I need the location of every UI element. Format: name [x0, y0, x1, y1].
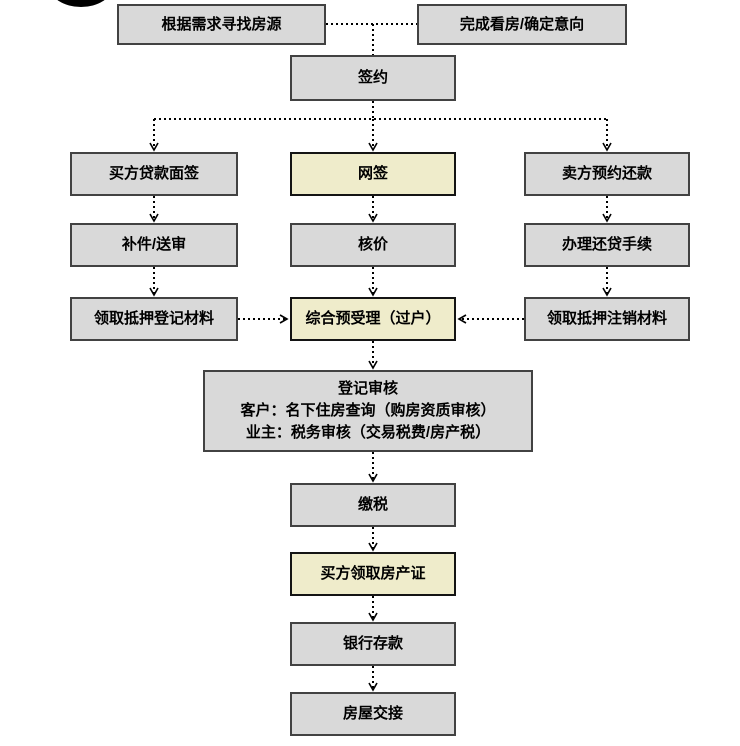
flow-node-buyer-loan-interview: 买方贷款面签 [70, 152, 238, 196]
flow-node-supplement-submit-review: 补件/送审 [70, 223, 238, 267]
flow-node-text-line: 登记审核 [337, 380, 398, 398]
flow-node-complete-viewing: 完成看房/确定意向 [417, 4, 627, 45]
flow-node-comprehensive-pre-acceptance: 综合预受理（过户） [290, 297, 456, 341]
flow-node-price-verification: 核价 [290, 223, 456, 267]
flow-node-collect-mortgage-cancellation-materials: 领取抵押注销材料 [524, 297, 690, 341]
flow-node-text-line: 客户：名下住房查询（购房资质审核） [240, 402, 496, 420]
flow-node-sign-contract: 签约 [290, 55, 456, 101]
flow-node-bank-deposit: 银行存款 [290, 622, 456, 666]
partial-circle-decor [50, 0, 112, 7]
flow-node-house-handover: 房屋交接 [290, 692, 456, 736]
flow-node-collect-mortgage-registration-materials: 领取抵押登记材料 [70, 297, 238, 341]
flow-node-buyer-collects-property-certificate: 买方领取房产证 [290, 552, 456, 596]
flow-node-find-listings: 根据需求寻找房源 [117, 4, 326, 45]
flow-node-seller-repayment-appointment: 卖方预约还款 [524, 152, 690, 196]
flow-node-registration-review: 登记审核客户：名下住房查询（购房资质审核） 业主：税务审核（交易税费/房产税） [203, 370, 533, 452]
flow-node-online-signing: 网签 [290, 152, 456, 196]
flow-node-loan-repayment-procedure: 办理还贷手续 [524, 223, 690, 267]
flow-node-pay-taxes: 缴税 [290, 483, 456, 527]
flow-node-text-line: 业主：税务审核（交易税费/房产税） [245, 423, 491, 441]
